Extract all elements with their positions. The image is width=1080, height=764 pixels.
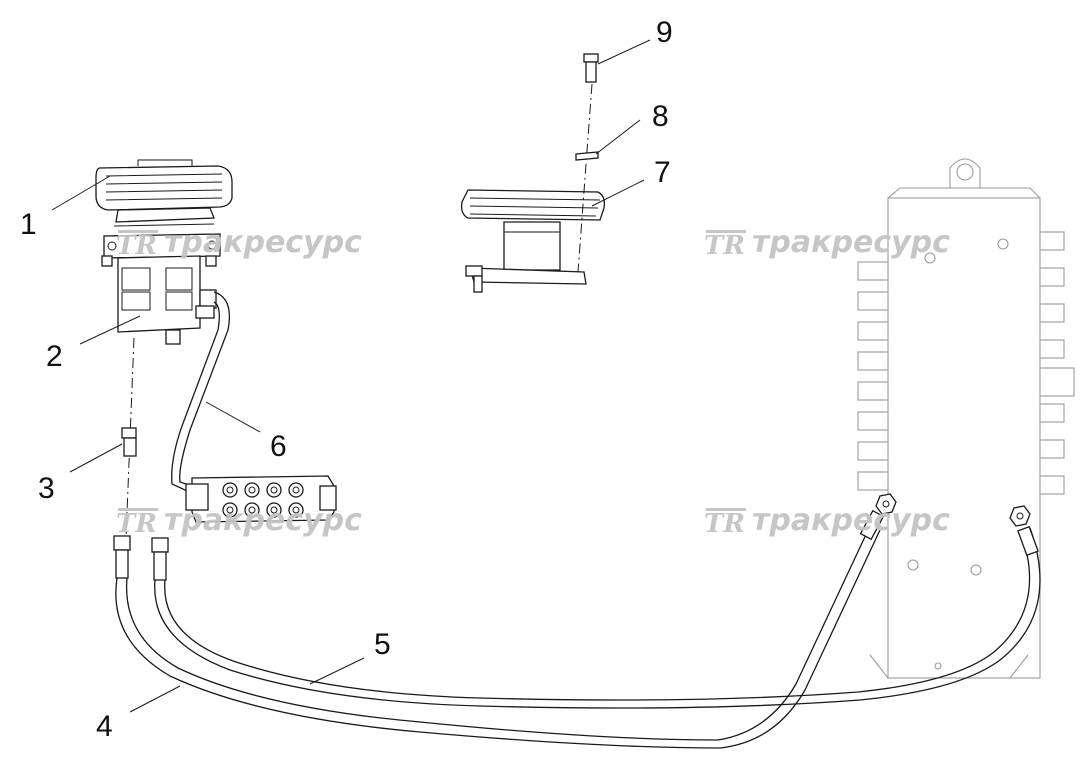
pedal-pad [95,159,233,211]
callout-7: 7 [654,156,671,189]
callout-3: 3 [38,472,55,505]
hose-connectors-right [859,493,1039,557]
manifold-ports [222,482,304,518]
watermark-text: тракресурс [752,503,950,538]
callout-1: 1 [20,208,37,241]
callout-5: 5 [374,628,391,661]
watermark-top-left: TR тракресурс [116,225,362,261]
valve-body [117,255,217,345]
pedal-7 [460,189,606,293]
hose-5 [154,527,1041,709]
center-line-7-8-9 [577,83,593,273]
leader-lines [51,39,651,713]
pedal-assembly [95,159,233,345]
fitting-3 [121,427,137,457]
watermark-bottom-left: TR тракресурс [116,503,362,539]
callout-9: 9 [656,16,673,49]
callout-6: 6 [270,430,287,463]
watermark-text: тракресурс [752,225,950,260]
watermark-logo: TR [704,231,745,261]
callout-4: 4 [96,710,113,743]
hydraulic-distributor-block [857,158,1075,679]
manifold-block [185,475,337,523]
callout-8: 8 [652,100,669,133]
watermark-bottom-right: TR тракресурс [704,503,950,539]
watermark-logo: TR [116,509,157,539]
hydraulic-tube-6 [171,291,231,497]
watermark-text: тракресурс [164,503,362,538]
distributor-left-fittings [857,261,889,491]
washer-8 [575,151,599,161]
watermark-text: тракресурс [164,225,362,260]
watermark-logo: TR [704,509,745,539]
callout-2: 2 [46,340,63,373]
callout-numbers: 1 2 3 4 5 6 7 8 9 [20,16,673,743]
bolt-9 [583,53,599,83]
hose-4 [115,525,881,749]
watermark-logo: TR [116,231,157,261]
hose-end-fittings [113,535,169,581]
watermark-top-right: TR тракресурс [704,225,950,261]
distributor-right-fittings [1039,231,1075,495]
